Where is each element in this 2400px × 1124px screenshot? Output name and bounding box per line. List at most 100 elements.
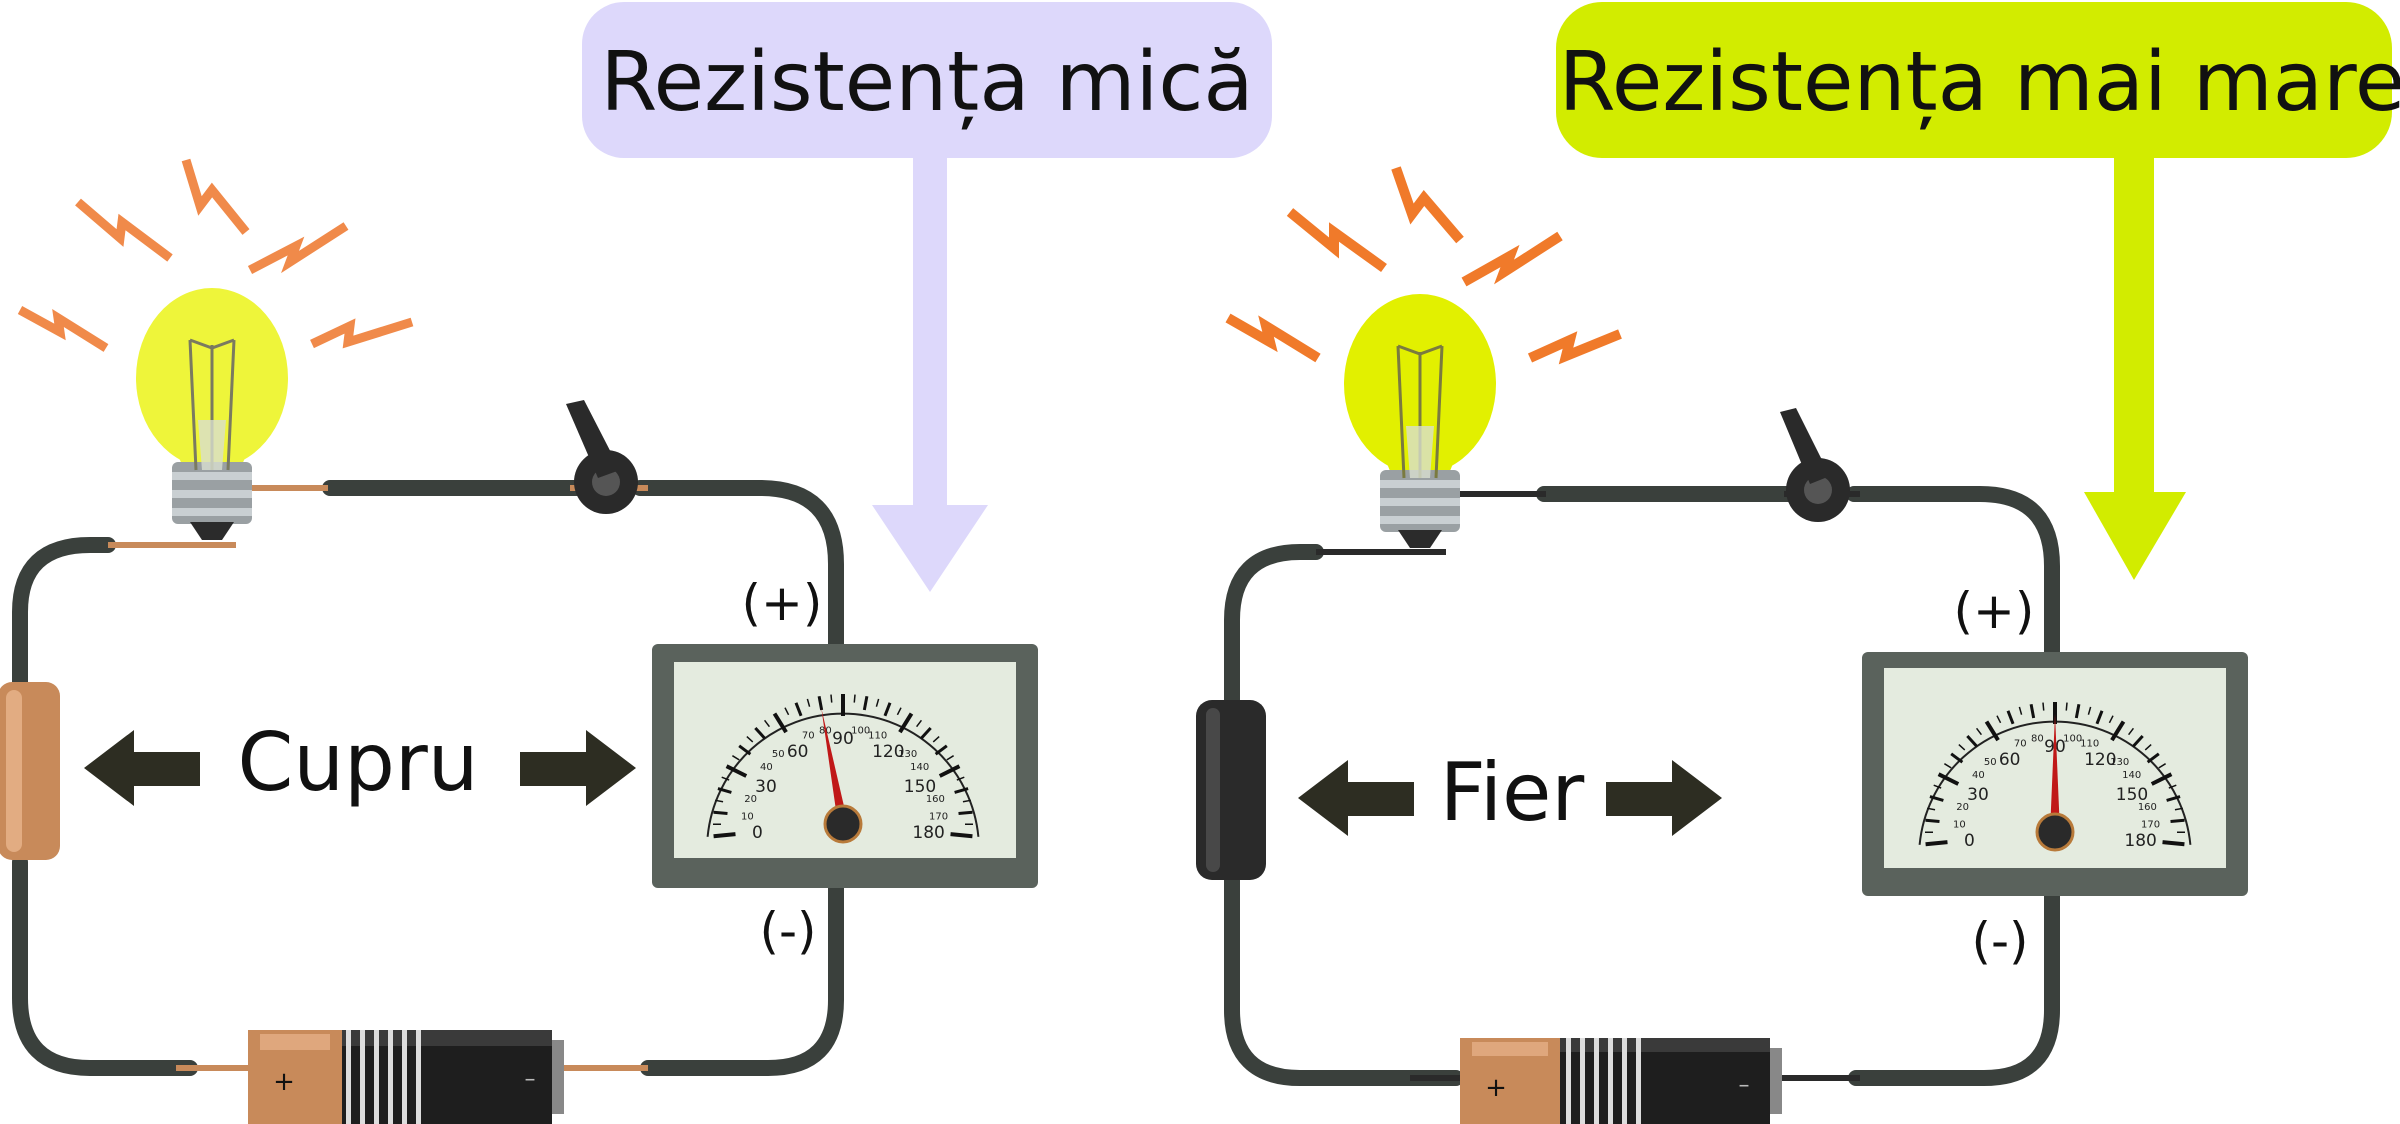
meter-tick-label: 100 bbox=[2063, 734, 2082, 745]
meter-tick-label: 80 bbox=[2031, 734, 2044, 745]
meter-tick bbox=[721, 776, 730, 781]
meter-tick bbox=[2174, 807, 2183, 811]
meter-tick bbox=[1925, 840, 1948, 847]
meter-tick bbox=[713, 832, 736, 839]
meter-tick bbox=[2065, 702, 2068, 711]
left-battery: + – bbox=[248, 1030, 564, 1124]
left-meter-scale: 0306090120150180102040507080100110130140… bbox=[706, 694, 980, 843]
meter-tick bbox=[713, 810, 728, 815]
meter-tick-label: 170 bbox=[929, 811, 948, 822]
meter-tick bbox=[2095, 710, 2104, 725]
right-light-sparks bbox=[1225, 166, 1622, 365]
meter-tick-label: 50 bbox=[1984, 757, 1997, 768]
meter-tick-label: 10 bbox=[1953, 819, 1966, 830]
meter-tick-label: 180 bbox=[2124, 831, 2156, 851]
meter-tick bbox=[784, 707, 790, 716]
meter-tick-label: 140 bbox=[2122, 770, 2141, 781]
meter-tick bbox=[754, 726, 766, 740]
meter-tick bbox=[2158, 763, 2166, 769]
left-battery-plus-label: + bbox=[273, 1067, 295, 1097]
meter-tick-label: 110 bbox=[868, 730, 887, 741]
meter-tick-label: 180 bbox=[912, 823, 944, 843]
meter-tick bbox=[1966, 734, 1978, 748]
meter-needle-hub bbox=[823, 804, 863, 844]
left-circuit: Rezistența mică bbox=[0, 2, 1272, 1124]
meter-tick-label: 0 bbox=[1964, 831, 1975, 851]
right-material-arrow-right bbox=[1606, 760, 1722, 836]
meter-tick bbox=[932, 735, 940, 743]
right-wire bbox=[1224, 486, 2060, 1086]
right-battery: + – bbox=[1460, 1038, 1782, 1124]
meter-tick bbox=[732, 755, 740, 761]
left-pointer-arrow bbox=[872, 156, 988, 592]
meter-tick bbox=[853, 694, 856, 703]
meter-tick bbox=[1944, 763, 1952, 769]
meter-tick bbox=[898, 712, 914, 734]
right-iron-resistor bbox=[1196, 700, 1266, 880]
meter-tick-label: 10 bbox=[741, 811, 754, 822]
meter-tick bbox=[962, 799, 971, 803]
meter-tick-label: 70 bbox=[802, 730, 815, 741]
meter-tick-label: 160 bbox=[926, 794, 945, 805]
meter-tick bbox=[862, 695, 869, 711]
right-material-label: Fier bbox=[1440, 746, 1585, 839]
meter-tick-label: 150 bbox=[904, 777, 936, 797]
meter-tick bbox=[2042, 702, 2045, 711]
right-switch bbox=[1780, 408, 1850, 522]
meter-tick bbox=[915, 719, 923, 728]
meter-tick-label: 90 bbox=[832, 729, 854, 749]
meter-tick-label: 150 bbox=[2116, 785, 2148, 805]
meter-tick bbox=[2166, 795, 2181, 802]
meter-tick-label: 120 bbox=[872, 742, 904, 762]
meter-tick bbox=[1984, 720, 2000, 742]
meter-tick bbox=[954, 787, 969, 794]
meter-tick bbox=[2132, 734, 2144, 748]
meter-needle-hub bbox=[2035, 812, 2075, 852]
meter-tick bbox=[2144, 743, 2152, 751]
meter-needle bbox=[2050, 714, 2060, 832]
meter-tick-label: 20 bbox=[744, 794, 757, 805]
meter-tick-label: 0 bbox=[752, 823, 763, 843]
left-material-label: Cupru bbox=[238, 716, 479, 809]
left-meter-needle bbox=[821, 708, 863, 844]
meter-tick bbox=[2127, 727, 2135, 736]
meter-tick bbox=[938, 764, 961, 778]
right-meter: 0306090120150180102040507080100110130140… bbox=[1862, 652, 2248, 896]
meter-tick bbox=[896, 707, 902, 716]
meter-tick bbox=[772, 712, 788, 734]
meter-tick bbox=[817, 695, 824, 711]
meter-tick bbox=[1937, 772, 1960, 786]
right-light-bulb bbox=[1344, 294, 1496, 548]
meter-tick bbox=[2170, 818, 2185, 823]
meter-tick-label: 110 bbox=[2080, 738, 2099, 749]
meter-tick bbox=[746, 735, 754, 743]
meter-tick-label: 20 bbox=[1956, 802, 1969, 813]
meter-tick bbox=[934, 744, 948, 756]
meter-tick bbox=[806, 698, 811, 707]
right-resistance-label: Rezistența mai mare bbox=[1559, 35, 2400, 130]
meter-tick-label: 160 bbox=[2138, 802, 2157, 813]
meter-needle bbox=[821, 708, 848, 825]
meter-tick-label: 130 bbox=[898, 749, 917, 760]
meter-tick-label: 40 bbox=[1972, 770, 1985, 781]
meter-tick-label: 130 bbox=[2110, 757, 2129, 768]
meter-tick bbox=[2150, 772, 2173, 786]
right-material-arrow-left bbox=[1298, 760, 1414, 836]
right-circuit: Rezistența mai mare bbox=[1196, 2, 2400, 1124]
meter-tick bbox=[2108, 715, 2114, 724]
meter-tick bbox=[2087, 706, 2092, 715]
meter-tick bbox=[1933, 784, 1942, 789]
left-light-bulb bbox=[136, 288, 288, 540]
meter-tick bbox=[738, 744, 752, 756]
meter-tick bbox=[875, 698, 880, 707]
left-switch bbox=[566, 400, 638, 514]
left-material-arrow-right bbox=[520, 730, 636, 806]
right-minus-polarity: (-) bbox=[1971, 912, 2028, 970]
left-plus-polarity: (+) bbox=[742, 574, 823, 632]
meter-tick bbox=[717, 787, 732, 794]
right-battery-plus-label: + bbox=[1485, 1073, 1507, 1103]
left-copper-resistor bbox=[0, 682, 60, 860]
meter-tick bbox=[1925, 818, 1940, 823]
left-resistance-label-box: Rezistența mică bbox=[582, 2, 1272, 158]
meter-tick-label: 30 bbox=[1967, 785, 1989, 805]
